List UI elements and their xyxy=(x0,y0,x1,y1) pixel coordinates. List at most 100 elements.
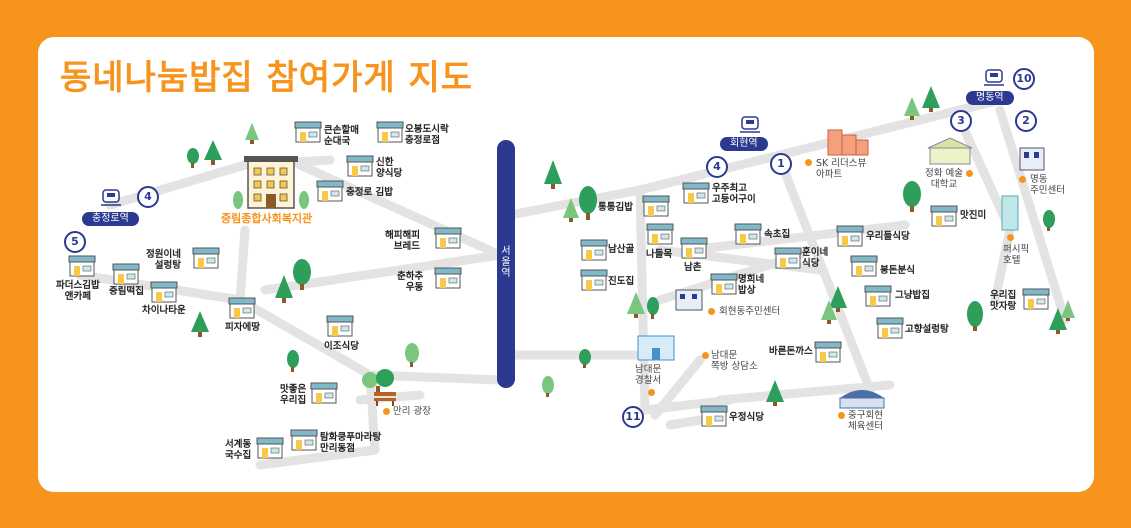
shop-label[interactable]: 남산골 xyxy=(608,244,635,255)
shop-icon xyxy=(376,121,404,143)
tree-icon xyxy=(829,286,847,312)
train-icon xyxy=(101,189,121,206)
tree-icon xyxy=(821,300,837,324)
shop-icon xyxy=(734,223,762,245)
train-icon xyxy=(984,69,1004,86)
shop-label[interactable]: 고향설렁탕 xyxy=(905,324,949,335)
tree-icon xyxy=(542,376,554,397)
hotel-icon xyxy=(1001,195,1019,231)
exit-number: 5 xyxy=(64,231,86,253)
shop-label[interactable]: 우리들식당 xyxy=(866,231,910,242)
shop-icon xyxy=(434,227,462,249)
tree-icon xyxy=(544,160,562,189)
shop-icon xyxy=(836,225,864,247)
shop-label[interactable]: 중림떡집 xyxy=(109,286,144,297)
shop-label[interactable]: 봉돈분식 xyxy=(880,265,915,276)
tree-icon xyxy=(1061,300,1075,321)
tree-icon xyxy=(922,86,940,112)
bench-icon xyxy=(374,392,396,406)
shop-label[interactable]: 진도집 xyxy=(608,276,635,287)
location-dot xyxy=(1019,176,1026,183)
shop-label[interactable]: 맛진미 xyxy=(960,210,987,221)
shop-icon xyxy=(294,121,322,143)
shop-icon xyxy=(680,237,708,259)
exit-number: 2 xyxy=(1015,110,1037,132)
shop-label[interactable]: 그냥밥집 xyxy=(895,290,930,301)
shop-icon xyxy=(346,155,374,177)
gym-icon xyxy=(839,390,885,409)
shop-icon xyxy=(192,247,220,269)
shop-label[interactable]: 이조식당 xyxy=(324,341,359,352)
location-dot xyxy=(838,412,845,419)
shop-icon xyxy=(256,437,284,459)
exit-number: 1 xyxy=(770,153,792,175)
tree-icon xyxy=(1043,210,1055,231)
tree-icon xyxy=(287,350,299,372)
tree-icon xyxy=(1049,308,1067,334)
shop-label[interactable]: 우정식당 xyxy=(729,412,764,423)
shop-label[interactable]: 바른돈까스 xyxy=(769,346,813,357)
shop-label[interactable]: 나들목 xyxy=(646,249,673,260)
shop-label[interactable]: 차이나타운 xyxy=(142,305,186,316)
page-title: 동네나눔밥집 참여가게 지도 xyxy=(60,58,474,98)
shop-icon xyxy=(580,239,608,261)
shop-icon xyxy=(112,263,140,285)
welfare-center-building-icon xyxy=(233,156,309,209)
exit-number: 4 xyxy=(137,186,159,208)
tree-icon xyxy=(187,148,199,168)
station-hoehyeon[interactable]: 회현역 xyxy=(720,137,768,151)
shop-icon xyxy=(864,285,892,307)
police-station-icon xyxy=(637,335,675,361)
tree-icons xyxy=(187,86,1075,406)
tree-icon xyxy=(362,369,394,392)
shop-icons xyxy=(68,121,1050,459)
station-chungjeongno[interactable]: 충정로역 xyxy=(82,212,139,226)
shop-label[interactable]: 충정로 김밥 xyxy=(346,187,394,198)
shop-icon xyxy=(930,205,958,227)
shop-icon xyxy=(434,267,462,289)
exit-number: 10 xyxy=(1013,68,1035,90)
tree-icon xyxy=(904,97,920,120)
shop-icon xyxy=(710,273,738,295)
shop-label[interactable]: 속초집 xyxy=(764,229,791,240)
hoehyeon-center-label: 회현동주민센터 xyxy=(719,306,781,317)
exit-number: 11 xyxy=(622,406,644,428)
train-icon xyxy=(740,116,760,133)
shop-icon xyxy=(850,255,878,277)
shop-icon xyxy=(646,223,674,245)
shop-label[interactable]: 남촌 xyxy=(684,262,702,273)
tree-icon xyxy=(967,301,983,331)
main-road xyxy=(497,140,515,388)
shop-label[interactable]: 통통김밥 xyxy=(598,202,633,213)
myeongdong-center-icon xyxy=(1019,147,1045,171)
shop-icon xyxy=(876,317,904,339)
main-road-label: 서울역 xyxy=(501,246,511,279)
tree-icon xyxy=(647,297,659,319)
shop-icon xyxy=(682,182,710,204)
tree-icon xyxy=(903,181,921,212)
tree-icon xyxy=(627,292,645,318)
shop-label[interactable]: 피자에땅 xyxy=(225,322,260,333)
station-myeongdong[interactable]: 명동역 xyxy=(966,91,1014,105)
tree-icon xyxy=(293,259,311,290)
location-dot xyxy=(708,308,715,315)
